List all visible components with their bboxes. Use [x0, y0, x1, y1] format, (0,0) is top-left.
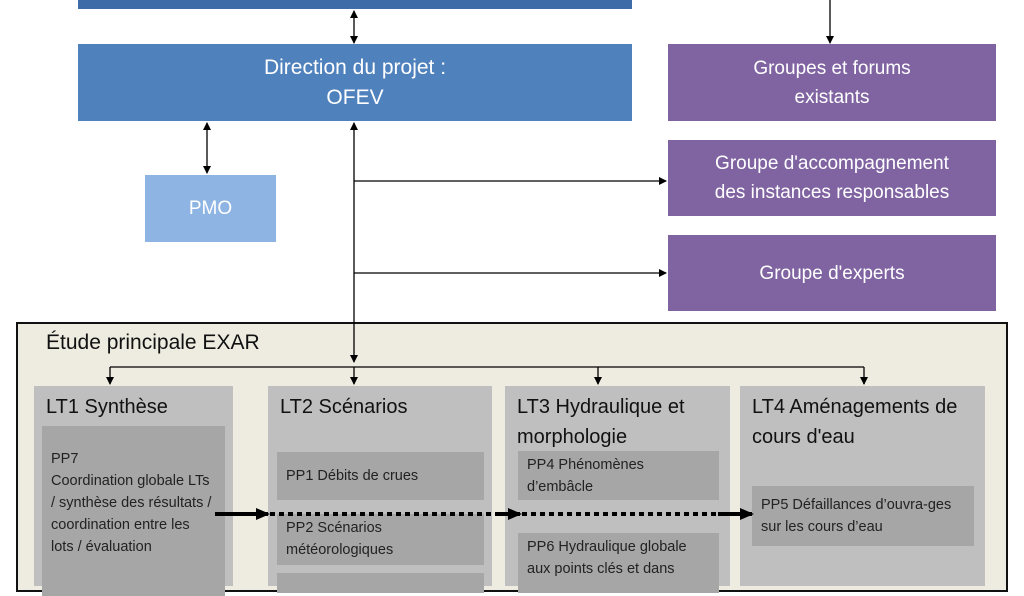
lot-lt2-title: LT2 Scénarios — [280, 396, 408, 418]
top-organization-box — [78, 0, 632, 9]
accompaniment-group-box: Groupe d'accompagnement des instances re… — [668, 140, 996, 216]
pmo-label: PMO — [188, 197, 233, 219]
lot-lt4-title: LT4 Aménagements de cours d'eau — [752, 396, 958, 448]
experts-group-label: Groupe d'experts — [759, 262, 905, 284]
existing-groups-label-1: Groupes et forums — [753, 57, 911, 79]
package-lt2-next — [277, 573, 484, 593]
package-pp2: PP2 Scénarios météorologiques — [277, 514, 484, 565]
lot-lt3-title: LT3 Hydraulique et morphologie — [517, 396, 685, 448]
package-pp6: PP6 Hydraulique globale aux points clés … — [518, 533, 719, 593]
lot-lt1-title: LT1 Synthèse — [46, 396, 168, 418]
package-pp1: PP1 Débits de crues — [277, 452, 484, 500]
accompaniment-group-label-2: des instances responsables — [714, 182, 950, 203]
package-pp4: PP4 Phénomènes d’embâcle — [518, 451, 719, 500]
exar-title: Étude principale EXAR — [46, 331, 260, 354]
package-pp7: PP7 Coordination globale LTs / synthèse … — [42, 426, 225, 596]
project-direction-org: OFEV — [326, 85, 384, 109]
project-direction-box: Direction du projet : OFEV — [78, 44, 632, 121]
package-pp5: PP5 Défaillances d’ouvra-ges sur les cou… — [752, 486, 974, 546]
existing-groups-label-2: existants — [794, 86, 870, 108]
accompaniment-group-label-1: Groupe d'accompagnement — [715, 153, 949, 174]
pmo-box: PMO — [145, 175, 276, 242]
experts-group-box: Groupe d'experts — [668, 235, 996, 311]
existing-groups-box: Groupes et forums existants — [668, 44, 996, 121]
project-direction-label: Direction du projet : — [263, 55, 447, 79]
